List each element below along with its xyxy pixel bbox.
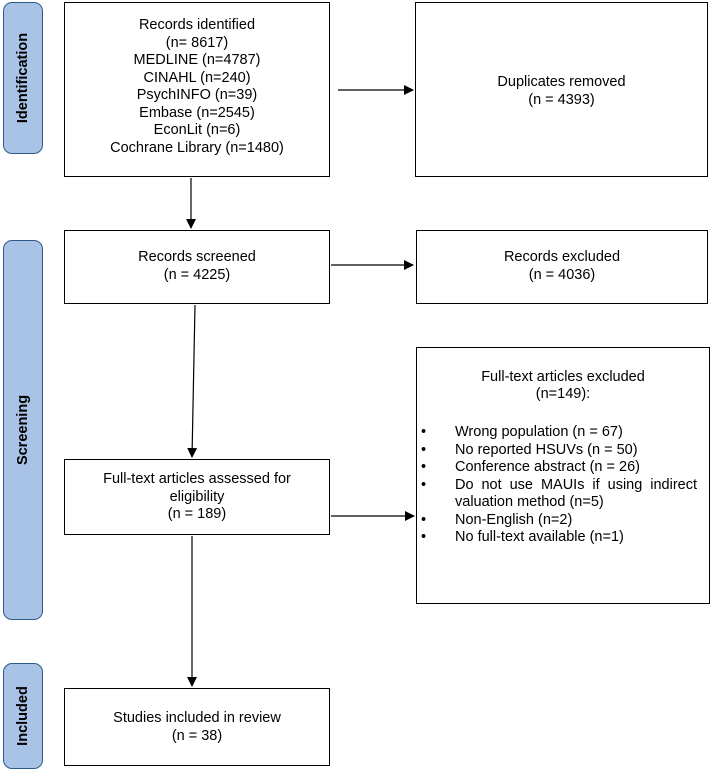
studies-included-box: Studies included in review (n = 38) (64, 688, 330, 766)
records-identified-box: Records identified (n= 8617) MEDLINE (n=… (64, 2, 330, 177)
studies-included-count: (n = 38) (171, 727, 223, 744)
fulltext-excluded-title: Full-text articles excluded (481, 369, 645, 385)
exclusion-reasons-list: • Wrong population (n = 67) • No reported … (421, 424, 697, 547)
records-identified-line: Cochrane Library (n=1480) (110, 139, 284, 156)
list-item: • Conference abstract (n = 26) (421, 459, 697, 477)
fulltext-excluded-total: (n=149): (535, 386, 591, 402)
list-item: • Non-English (n=2) (421, 511, 697, 530)
fulltext-assessed-count: (n = 189) (167, 506, 227, 522)
fulltext-assessed-line: eligibility (169, 488, 225, 505)
records-excluded-box: Records excluded (n = 4036) (416, 230, 708, 304)
fulltext-excluded-box: Full-text articles excluded (n=149): • Wr… (416, 347, 710, 604)
fulltext-assessed-box: Full-text articles assessed for eligibil… (64, 459, 330, 535)
exclusion-reason: Do not use MAUIs if using indirect valua… (455, 476, 697, 511)
records-identified-line: Records identified (138, 17, 256, 33)
bullet: • (421, 476, 427, 493)
records-identified-line: Embase (n=2545) (139, 104, 255, 121)
bullet: • (421, 459, 427, 475)
bullet: • (421, 424, 427, 440)
list-item: • Wrong population (n = 67) (421, 424, 697, 442)
exclusion-reason: Wrong population (n = 67) (455, 424, 623, 440)
list-item: • No reported HSUVs (n = 50) (421, 441, 697, 460)
arrow-screened-to-fulltext (187, 304, 198, 458)
bullet: • (421, 511, 427, 528)
records-identified-line: EconLit (n=6) (153, 122, 241, 138)
phase-identification: Identification (3, 2, 43, 154)
records-identified-line: CINAHL (n=240) (143, 69, 251, 86)
bullet: • (421, 441, 427, 458)
exclusion-reason: No reported HSUVs (n = 50) (455, 441, 638, 458)
studies-included-label: Studies included in review (113, 710, 281, 726)
records-identified-line: PsychINFO (n=39) (136, 87, 258, 103)
duplicates-removed-box: Duplicates removed (n = 4393) (415, 2, 708, 177)
exclusion-reason: No full-text available (n=1) (455, 529, 624, 545)
records-identified-line: (n= 8617) (165, 34, 229, 51)
fulltext-assessed-line: Full-text articles assessed for (103, 471, 291, 487)
records-screened-label: Records screened (138, 249, 256, 265)
list-item: • No full-text available (n=1) (421, 529, 697, 547)
phase-included: Included (3, 663, 43, 769)
records-screened-box: Records screened (n = 4225) (64, 230, 330, 304)
records-identified-line: MEDLINE (n=4787) (133, 52, 261, 68)
bullet: • (421, 529, 427, 545)
duplicates-removed-count: (n = 4393) (528, 91, 595, 108)
records-excluded-label: Records excluded (503, 249, 621, 265)
records-screened-count: (n = 4225) (163, 266, 231, 283)
duplicates-removed-label: Duplicates removed (497, 74, 626, 90)
exclusion-reason: Non-English (n=2) (455, 511, 573, 528)
exclusion-reason: Conference abstract (n = 26) (455, 459, 640, 475)
list-item: • Do not use MAUIs if using indirect valu… (421, 476, 697, 512)
records-excluded-count: (n = 4036) (528, 266, 596, 283)
phase-screening: Screening (3, 240, 43, 620)
